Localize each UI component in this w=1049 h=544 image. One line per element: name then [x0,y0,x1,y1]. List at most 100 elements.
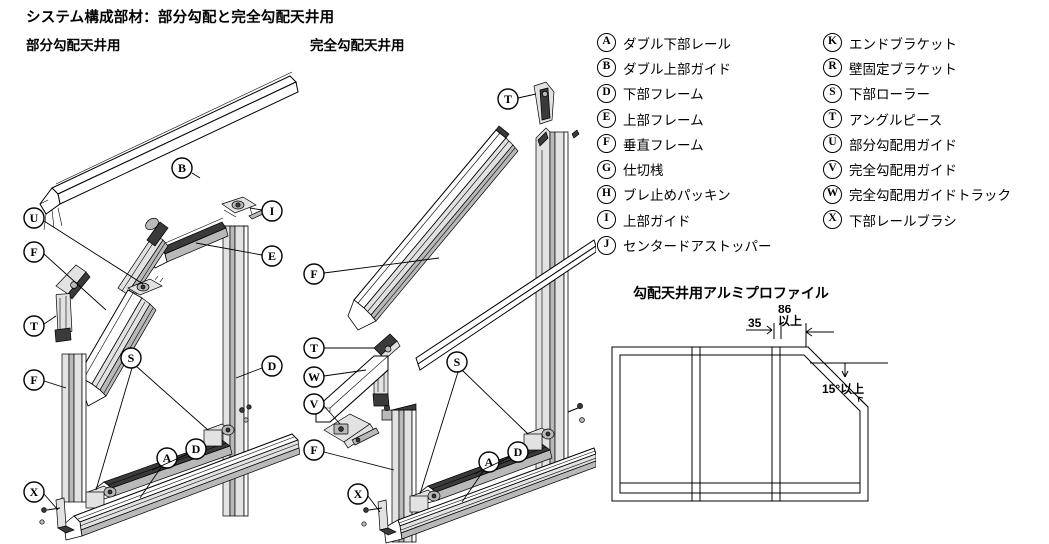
subtitle-full-slope: 完全勾配天井用 [310,38,405,53]
svg-text:D: D [514,445,523,459]
legend-item: H ブレ止めパッキン [597,182,772,207]
legend-key: D [597,83,616,103]
part-bottom-rail-brush-full [377,499,397,536]
legend-label: 下部フレーム [623,87,704,103]
svg-text:X: X [354,487,363,501]
callout-F-lower: F [23,369,67,391]
legend-key: R [823,58,842,78]
legend-column-left: A ダブル下部レール B ダブル上部ガイド D 下部フレーム E 上部フレーム … [597,30,772,258]
angle-value: 15°以上 [822,381,864,396]
svg-text:V: V [310,397,319,411]
svg-text:T: T [310,341,318,355]
svg-text:D: D [192,442,201,456]
legend-item: T アングルピース [823,106,1011,131]
part-diagonal-frame-rear [415,239,596,371]
legend-key: T [823,109,842,129]
legend-label: 完全勾配用ガイドトラック [849,188,1011,204]
svg-text:D: D [268,359,277,373]
legend-key: J [597,235,616,255]
legend-key: W [823,184,842,204]
legend-item: R 壁固定ブラケット [823,55,1011,80]
svg-text:B: B [178,161,186,175]
callout-E: E [195,242,283,267]
svg-text:S: S [454,355,461,369]
legend-key: V [823,159,842,179]
callout-A: A [139,447,178,499]
svg-text:E: E [268,249,276,263]
legend-key: B [597,58,616,78]
part-vertical-frame-right [222,225,249,517]
svg-text:A: A [163,451,172,465]
diagram-partial-slope: B I U F E T S F D [23,71,300,541]
legend-item: U 部分勾配用ガイド [823,131,1011,156]
callout-V: V [303,393,341,425]
dimension-35: 35 [746,316,775,339]
callout-F-right: D [235,355,283,379]
part-vertical-frame-left [61,353,87,503]
dimension-86-suffix: 以上 [778,313,802,328]
legend-label: 下部ローラー [849,87,930,103]
callout-S-full: S [419,351,529,495]
svg-text:T: T [504,92,512,106]
svg-text:F: F [30,373,37,387]
legend-key: U [823,134,842,154]
legend-label: 垂直フレーム [623,137,704,153]
legend-label: ブレ止めパッキン [623,188,731,204]
legend-item: X 下部レールブラシ [823,207,1011,232]
part-angle-piece-middle [372,333,401,407]
legend-item: F 垂直フレーム [597,131,772,156]
legend-item: A ダブル下部レール [597,30,772,55]
legend-label: 完全勾配用ガイド [849,163,957,179]
dimension-86-value: 86 [778,305,792,316]
legend-label: 仕切桟 [623,163,664,179]
part-double-bottom-rail-full [383,447,596,544]
legend-item: B ダブル上部ガイド [597,55,772,80]
part-lower-roller-left [85,485,117,509]
legend-label: 部分勾配用ガイド [849,137,957,153]
callout-I: I [249,200,283,222]
legend-column-right: K エンドブラケット R 壁固定ブラケット S 下部ローラー T アングルピース… [823,30,1011,232]
legend-key: K [823,33,842,53]
dimension-86: 86 以上 [778,305,834,347]
legend-item: D 下部フレーム [597,81,772,106]
legend-key: H [597,184,616,204]
legend-key: E [597,109,616,129]
legend-label: 上部ガイド [623,213,691,229]
callout-F-vertical: F [303,439,395,471]
legend-label: ダブル上部ガイド [623,61,731,77]
legend-item: S 下部ローラー [823,81,1011,106]
dimension-35-value: 35 [748,316,762,330]
callout-T-middle: T [303,337,374,359]
angle-annotation: 15°以上 [810,362,888,408]
svg-text:F: F [30,245,37,259]
svg-text:F: F [310,267,317,281]
legend-label: エンドブラケット [849,36,957,52]
legend-key: G [597,159,616,179]
part-vertical-frame-left-full [391,403,417,543]
part-diagonal-frame-full [347,125,519,331]
legend-item: G 仕切桟 [597,156,772,181]
legend-item: W 完全勾配用ガイドトラック [823,182,1011,207]
part-angle-piece-top [533,81,555,125]
profile-diagram: 35 86 以上 15°以上 [611,305,888,502]
callout-X: X [23,481,59,511]
svg-text:A: A [485,455,494,469]
svg-text:F: F [310,443,317,457]
legend-key: I [597,210,616,230]
part-lower-roller-left-full [409,489,441,513]
diagram-full-slope: T F T W V F S X A [303,81,596,544]
profile-title: 勾配天井用アルミプロファイル [633,285,829,301]
legend-key: F [597,134,616,154]
callout-D: D [151,438,207,471]
legend-label: アングルピース [849,112,943,128]
part-bottom-rail-brush [55,497,75,534]
part-lower-roller-right-full [523,427,555,451]
svg-text:X: X [30,485,39,499]
callout-T: T [23,315,57,337]
svg-text:T: T [30,319,38,333]
svg-text:W: W [308,370,320,384]
legend-key: X [823,210,842,230]
part-angle-piece-left [54,264,91,343]
callout-X-full: X [347,483,381,513]
part-upper-guide-fitting [221,196,271,220]
